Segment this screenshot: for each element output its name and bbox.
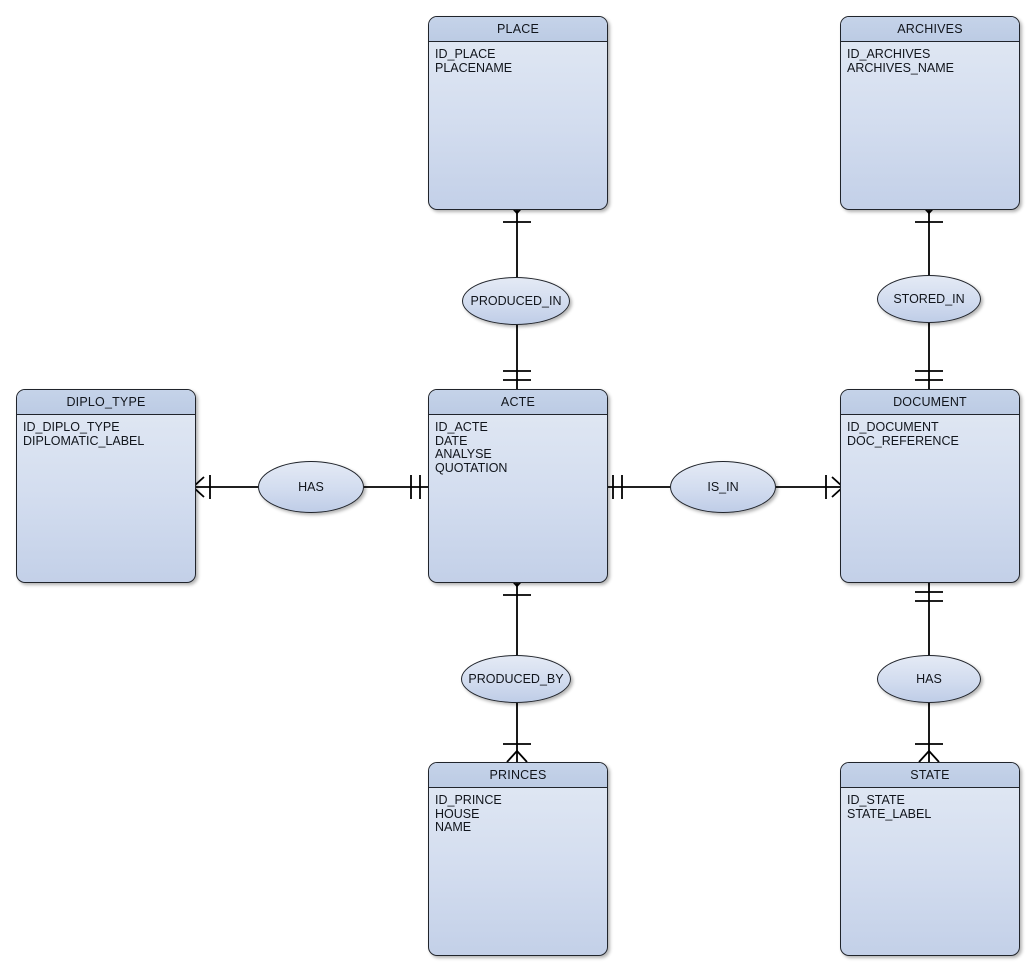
attribute: HOUSE bbox=[435, 806, 480, 821]
relationship-has-diplo-type-label: HAS bbox=[298, 480, 324, 494]
entity-acte-title: ACTE bbox=[429, 390, 607, 415]
attribute: ANALYSE bbox=[435, 447, 492, 462]
relationship-stored-in-label: STORED_IN bbox=[893, 292, 965, 306]
relationship-produced-by[interactable]: PRODUCED_BY bbox=[461, 655, 571, 703]
relationship-has-diplo-type[interactable]: HAS bbox=[258, 461, 364, 513]
attribute: DOC_REFERENCE bbox=[847, 433, 959, 448]
entity-acte[interactable]: ACTE ID_ACTE DATE ANALYSE QUOTATION bbox=[428, 389, 608, 583]
entity-place-title: PLACE bbox=[429, 17, 607, 42]
attribute: ID_ARCHIVES bbox=[847, 47, 931, 61]
attribute: ID_ACTE bbox=[435, 420, 488, 434]
entity-archives[interactable]: ARCHIVES ID_ARCHIVES ARCHIVES_NAME bbox=[840, 16, 1020, 210]
relationship-is-in[interactable]: IS_IN bbox=[670, 461, 776, 513]
entity-diplo-type-title: DIPLO_TYPE bbox=[17, 390, 195, 415]
relationship-is-in-label: IS_IN bbox=[707, 480, 739, 494]
attribute: QUOTATION bbox=[435, 460, 508, 475]
entity-state[interactable]: STATE ID_STATE STATE_LABEL bbox=[840, 762, 1020, 956]
attribute: ID_DIPLO_TYPE bbox=[23, 420, 120, 434]
relationship-has-state-label: HAS bbox=[916, 672, 942, 686]
attribute: ID_PLACE bbox=[435, 47, 496, 61]
entity-princes[interactable]: PRINCES ID_PRINCE HOUSE NAME bbox=[428, 762, 608, 956]
attribute: DATE bbox=[435, 433, 468, 448]
relationship-has-state[interactable]: HAS bbox=[877, 655, 981, 703]
attribute: DIPLOMATIC_LABEL bbox=[23, 433, 145, 448]
entity-document-title: DOCUMENT bbox=[841, 390, 1019, 415]
entity-princes-attributes: ID_PRINCE HOUSE NAME bbox=[429, 788, 607, 835]
entity-place[interactable]: PLACE ID_PLACE PLACENAME bbox=[428, 16, 608, 210]
attribute: ID_PRINCE bbox=[435, 793, 502, 807]
entity-state-title: STATE bbox=[841, 763, 1019, 788]
attribute: STATE_LABEL bbox=[847, 806, 932, 821]
attribute: ID_STATE bbox=[847, 793, 905, 807]
attribute: PLACENAME bbox=[435, 60, 513, 75]
entity-acte-attributes: ID_ACTE DATE ANALYSE QUOTATION bbox=[429, 415, 607, 475]
relationship-produced-by-label: PRODUCED_BY bbox=[468, 672, 564, 686]
entity-archives-title: ARCHIVES bbox=[841, 17, 1019, 42]
attribute: ID_DOCUMENT bbox=[847, 420, 939, 434]
entity-diplo-type-attributes: ID_DIPLO_TYPE DIPLOMATIC_LABEL bbox=[17, 415, 195, 448]
entity-princes-title: PRINCES bbox=[429, 763, 607, 788]
attribute: ARCHIVES_NAME bbox=[847, 60, 954, 75]
entity-document-attributes: ID_DOCUMENT DOC_REFERENCE bbox=[841, 415, 1019, 448]
entity-archives-attributes: ID_ARCHIVES ARCHIVES_NAME bbox=[841, 42, 1019, 75]
relationship-stored-in[interactable]: STORED_IN bbox=[877, 275, 981, 323]
relationship-produced-in-label: PRODUCED_IN bbox=[470, 294, 562, 308]
entity-place-attributes: ID_PLACE PLACENAME bbox=[429, 42, 607, 75]
entity-diplo-type[interactable]: DIPLO_TYPE ID_DIPLO_TYPE DIPLOMATIC_LABE… bbox=[16, 389, 196, 583]
entity-state-attributes: ID_STATE STATE_LABEL bbox=[841, 788, 1019, 821]
relationship-produced-in[interactable]: PRODUCED_IN bbox=[462, 277, 570, 325]
attribute: NAME bbox=[435, 820, 472, 835]
entity-document[interactable]: DOCUMENT ID_DOCUMENT DOC_REFERENCE bbox=[840, 389, 1020, 583]
